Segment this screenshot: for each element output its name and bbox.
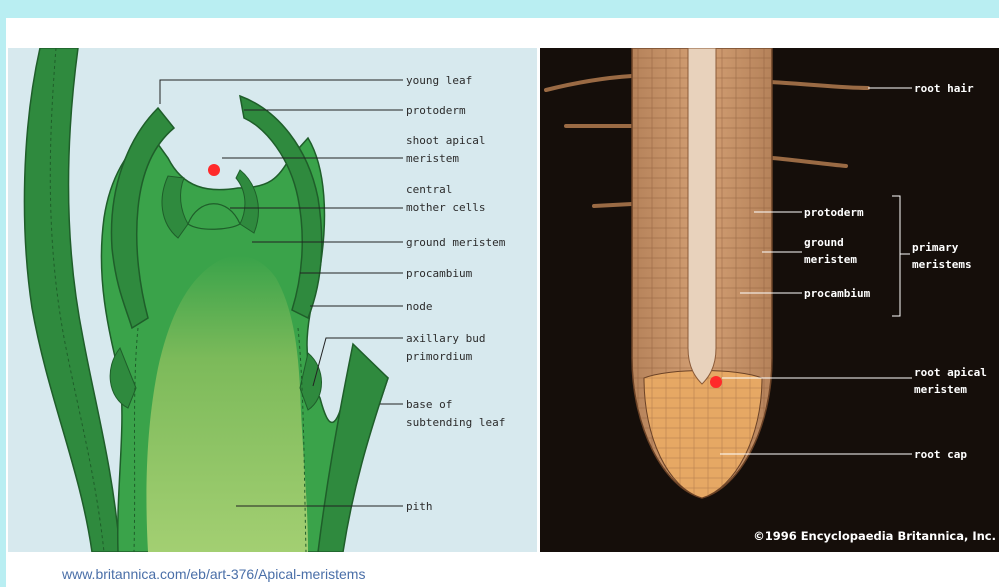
label-base-2: subtending leaf: [406, 416, 505, 429]
label-axillary-1: axillary bud: [406, 332, 485, 345]
label-root-apical-1: root apical: [914, 366, 987, 379]
label-shoot-apical-1: shoot apical: [406, 134, 485, 147]
label-central-1: central: [406, 183, 452, 196]
label-primary-1: primary: [912, 241, 959, 254]
label-primary-2: meristems: [912, 258, 972, 271]
source-url-link[interactable]: www.britannica.com/eb/art-376/Apical-mer…: [62, 566, 365, 582]
label-root-cap: root cap: [914, 448, 967, 461]
label-base-1: base of: [406, 398, 452, 411]
root-apex-diagram: root hair protoderm ground meristem proc…: [540, 48, 999, 552]
procambium-column: [688, 48, 716, 384]
copyright-text: ©1996 Encyclopaedia Britannica, Inc.: [753, 529, 996, 543]
shoot-apex-diagram: young leaf protoderm shoot apical merist…: [8, 48, 537, 552]
shoot-apex-panel: young leaf protoderm shoot apical merist…: [8, 48, 537, 552]
label-root-apical-2: meristem: [914, 383, 967, 396]
label-procambium: procambium: [406, 267, 473, 280]
root-apex-panel: root hair protoderm ground meristem proc…: [540, 48, 999, 552]
label-root-protoderm: protoderm: [804, 206, 864, 219]
label-root-hair: root hair: [914, 82, 974, 95]
shoot-apical-marker: [208, 164, 220, 176]
root-apical-marker: [710, 376, 722, 388]
label-protoderm: protoderm: [406, 104, 466, 117]
label-shoot-apical-2: meristem: [406, 152, 459, 165]
label-young-leaf: young leaf: [406, 74, 472, 87]
label-central-2: mother cells: [406, 201, 485, 214]
label-ground-2: meristem: [804, 253, 857, 266]
label-ground-1: ground: [804, 236, 844, 249]
label-node: node: [406, 300, 433, 313]
label-root-procambium: procambium: [804, 287, 871, 300]
label-ground-meristem: ground meristem: [406, 236, 506, 249]
label-axillary-2: primordium: [406, 350, 473, 363]
label-pith: pith: [406, 500, 433, 513]
